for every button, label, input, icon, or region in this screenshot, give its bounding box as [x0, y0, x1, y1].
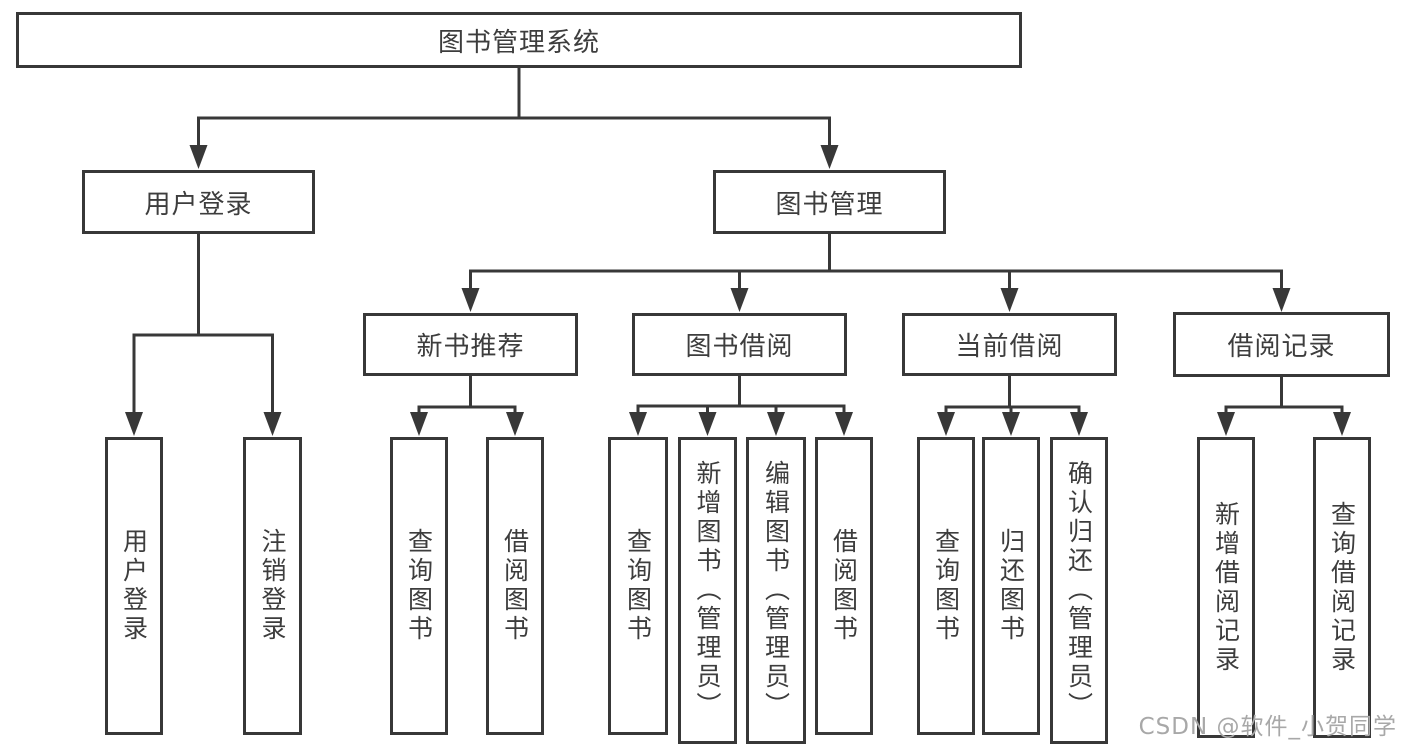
arrowhead-icon [506, 412, 524, 436]
watermark-text: CSDN @软件_小贺同学 [1138, 714, 1397, 740]
arrowhead-icon [263, 412, 282, 436]
node-book-management: 图书管理 [713, 170, 946, 234]
leaf-add-book-admin: 新增图书（管理员） [678, 437, 737, 744]
leaf-logout: 注销登录 [243, 437, 302, 735]
arrowhead-icon [937, 412, 955, 436]
node-new-book-recommendation: 新书推荐 [363, 313, 578, 376]
arrowhead-icon [1000, 288, 1019, 312]
arrowhead-icon [189, 145, 208, 169]
arrowhead-icon [1002, 412, 1020, 436]
arrowhead-icon [461, 288, 480, 312]
node-user-login: 用户登录 [82, 170, 315, 234]
arrowhead-icon [410, 412, 428, 436]
arrowhead-icon [1070, 412, 1088, 436]
arrowhead-icon [698, 412, 717, 436]
node-borrowing-records: 借阅记录 [1173, 312, 1390, 377]
node-current-borrowing: 当前借阅 [902, 313, 1117, 376]
leaf-return-books: 归还图书 [982, 437, 1040, 735]
node-library-management-system: 图书管理系统 [16, 12, 1022, 68]
leaf-add-borrow-record: 新增借阅记录 [1197, 437, 1255, 738]
arrowhead-icon [767, 412, 785, 436]
arrowhead-icon [730, 288, 749, 312]
arrowhead-icon [1333, 412, 1351, 436]
arrowhead-icon [1217, 412, 1235, 436]
leaf-query-books-current: 查询图书 [917, 437, 975, 735]
leaf-query-books-recommend: 查询图书 [390, 437, 448, 735]
leaf-edit-book-admin: 编辑图书（管理员） [746, 437, 806, 744]
node-book-borrowing: 图书借阅 [632, 313, 847, 376]
leaf-user-login: 用户登录 [105, 437, 163, 735]
arrowhead-icon [820, 145, 839, 169]
arrowhead-icon [1272, 288, 1291, 312]
leaf-query-borrow-record: 查询借阅记录 [1313, 437, 1371, 738]
arrowhead-icon [629, 412, 647, 436]
leaf-borrow-books-recommend: 借阅图书 [486, 437, 544, 735]
arrowhead-icon [835, 412, 853, 436]
leaf-query-books-borrowing: 查询图书 [608, 437, 668, 735]
arrowhead-icon [125, 412, 143, 436]
leaf-borrow-books-borrowing: 借阅图书 [815, 437, 873, 735]
leaf-confirm-return-admin: 确认归还（管理员） [1050, 437, 1108, 744]
